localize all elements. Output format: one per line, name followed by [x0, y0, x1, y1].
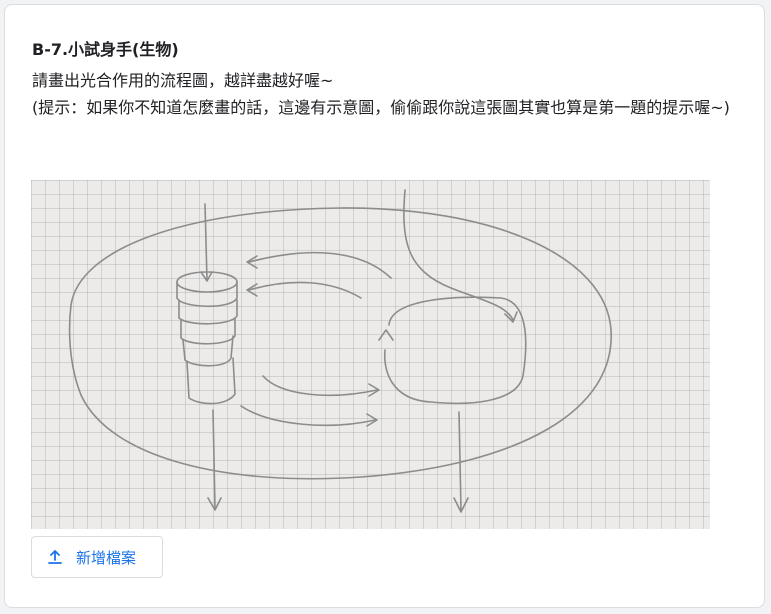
add-file-button[interactable]: 新增檔案: [31, 536, 163, 578]
question-line-1: 請畫出光合作用的流程圖，越詳盡越好喔~: [32, 71, 334, 90]
chloroplast-sketch-drawing: [68, 189, 612, 513]
question-title: B-7.小試身手(生物): [32, 40, 179, 59]
add-file-label: 新增檔案: [76, 548, 137, 567]
question-card: B-7.小試身手(生物) 請畫出光合作用的流程圖，越詳盡越好喔~ (提示：如果你…: [4, 4, 765, 608]
question-line-2: (提示：如果你不知道怎麼畫的話，這邊有示意圖，偷偷跟你說這張圖其實也算是第一題的…: [32, 98, 730, 117]
question-description: 請畫出光合作用的流程圖，越詳盡越好喔~ (提示：如果你不知道怎麼畫的話，這邊有示…: [32, 67, 742, 121]
hint-sketch-image: [31, 180, 710, 529]
upload-icon: [48, 549, 62, 565]
